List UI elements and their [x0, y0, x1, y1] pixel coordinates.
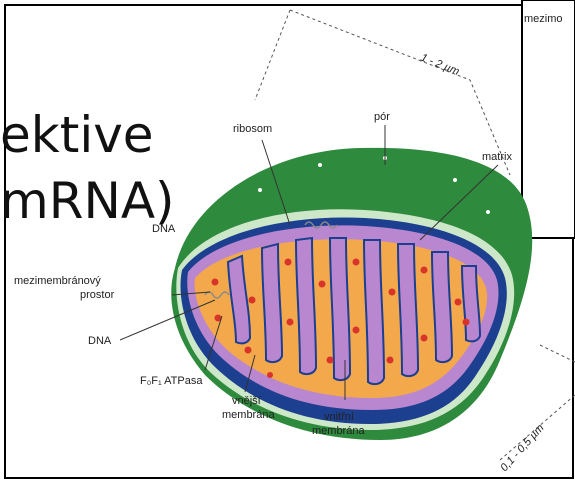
slide-title-line-1: ektive: [0, 106, 154, 164]
mitochondrion-illustration: [171, 148, 532, 440]
label-por: pór: [374, 111, 390, 123]
inset-label: mezimo: [524, 13, 563, 25]
label-vnitrni-1: vnitřní: [324, 411, 354, 423]
slide-title-line-2: mRNA): [0, 172, 175, 230]
label-atpasa: F₀F₁ ATPasa: [140, 375, 203, 387]
label-ribosom: ribosom: [233, 123, 272, 135]
label-prostor: prostor: [80, 289, 115, 301]
label-vnejsi-2: membrána: [222, 409, 275, 421]
inset-image: mezimo: [522, 0, 575, 238]
label-matrix: matrix: [482, 151, 512, 163]
length-dimension-label: 1 - 2 µm: [419, 52, 461, 78]
label-vnitrni-2: membrána: [312, 425, 365, 437]
width-dimension-label: 0,1 - 0,5 µm: [498, 422, 546, 474]
label-mezimembranovy: mezimembránový: [14, 275, 101, 287]
label-vnejsi-1: vnější: [232, 395, 261, 407]
label-dna: DNA: [88, 335, 112, 347]
